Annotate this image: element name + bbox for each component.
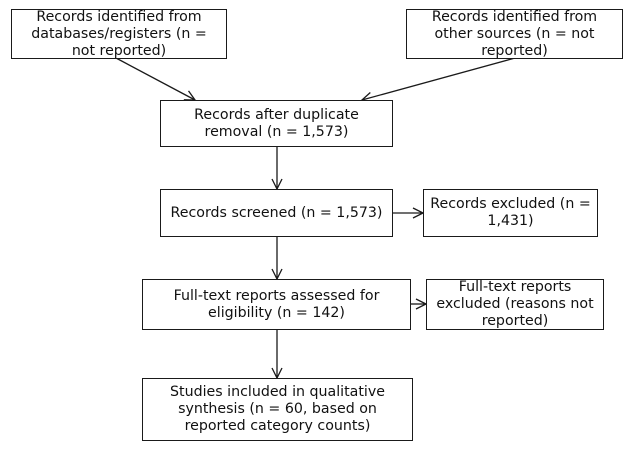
box-label: Records screened (n = 1,573) [170,204,383,221]
box-studies-included: Studies included in qualitative synthesi… [142,378,413,441]
box-label: Records after duplicate removal (n = 1,5… [194,106,359,140]
box-fulltext-assessed: Full-text reports assessed for eligibili… [142,279,411,330]
box-records-identified-databases: Records identified from databases/regist… [11,9,227,59]
box-label: Records excluded (n = 1,431) [430,196,591,229]
box-label: Full-text reports excluded (reasons not … [436,279,594,329]
arrow-databases-to-deduplicated [115,57,195,100]
box-label: Full-text reports assessed for eligibili… [173,287,380,321]
box-records-after-duplicate-removal: Records after duplicate removal (n = 1,5… [160,100,393,147]
box-label: Records identified from other sources (n… [431,8,598,59]
box-records-screened: Records screened (n = 1,573) [160,189,393,237]
box-records-excluded: Records excluded (n = 1,431) [423,189,598,237]
box-fulltext-excluded: Full-text reports excluded (reasons not … [426,279,604,330]
arrow-other-to-deduplicated [362,57,516,100]
box-records-identified-other: Records identified from other sources (n… [406,9,623,59]
box-label: Studies included in qualitative synthesi… [170,384,385,434]
box-label: Records identified from databases/regist… [31,8,207,59]
